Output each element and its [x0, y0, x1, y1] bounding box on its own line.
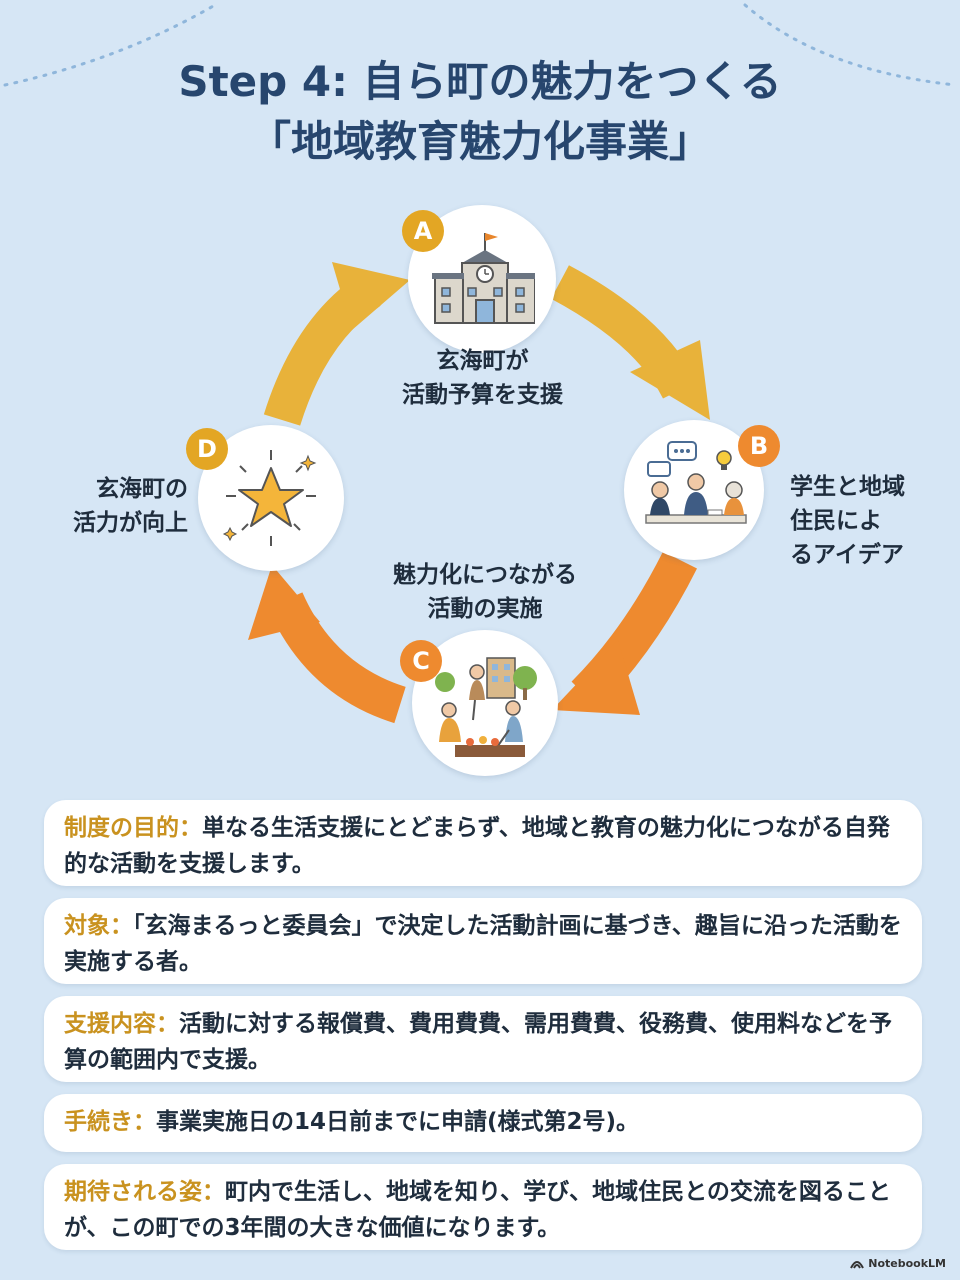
title-line-1: Step 4: 自ら町の魅力をつくる — [178, 57, 782, 106]
node-a-label-line-1: 玄海町が — [436, 348, 529, 374]
node-c-label-line-1: 魅力化につながる — [393, 562, 577, 588]
school-building-icon — [430, 228, 538, 332]
card-purpose-label: 制度の目的： — [64, 815, 202, 841]
title-line-2: 「地域教育魅力化事業」 — [248, 117, 711, 166]
node-d-badge: D — [186, 428, 228, 470]
card-procedure: 手続き：事業実施日の14日前までに申請(様式第2号)。 — [44, 1094, 922, 1152]
node-d-label: 玄海町の 活力が向上 — [58, 472, 188, 540]
card-purpose-text: 単なる生活支援にとどまらず、地域と教育の魅力化につながる自発的な活動を支援します… — [64, 815, 890, 877]
node-d-label-line-2: 活力が向上 — [73, 510, 188, 536]
node-a-label-line-2: 活動予算を支援 — [402, 382, 563, 408]
meeting-people-icon — [638, 440, 753, 549]
node-d-label-line-1: 玄海町の — [96, 476, 188, 502]
decorative-dots — [3, 3, 957, 87]
card-expected-label: 期待される姿： — [64, 1179, 225, 1205]
node-b-label: 学生と地域 住民によ るアイデア — [790, 470, 905, 572]
card-support-label: 支援内容： — [64, 1011, 179, 1037]
node-b-label-line-1: 学生と地域 — [790, 474, 905, 500]
card-support: 支援内容：活動に対する報償費、費用費費、需用費費、役務費、使用料などを予算の範囲… — [44, 996, 922, 1082]
node-b-badge: B — [738, 425, 780, 467]
card-purpose: 制度の目的：単なる生活支援にとどまらず、地域と教育の魅力化につながる自発的な活動… — [44, 800, 922, 886]
arrow-d-to-a-head — [332, 262, 410, 330]
notebooklm-logo-text: NotebookLM — [868, 1257, 946, 1270]
gardening-activity-icon — [425, 650, 545, 769]
node-b-label-line-2: 住民によ — [790, 508, 882, 534]
sparkle-star-icon — [218, 448, 324, 552]
node-a-badge: A — [402, 210, 444, 252]
card-target-label: 対象： — [64, 913, 133, 939]
node-a-label: 玄海町が 活動予算を支援 — [390, 344, 575, 412]
arrow-a-to-b-head — [630, 340, 710, 420]
card-procedure-text: 事業実施日の14日前までに申請(様式第2号)。 — [156, 1109, 640, 1135]
node-c-label-line-2: 活動の実施 — [427, 596, 543, 622]
card-target: 対象：「玄海まるっと委員会」で決定した活動計画に基づき、趣旨に沿った活動を実施す… — [44, 898, 922, 984]
card-expected-text: 町内で生活し、地域を知り、学び、地域住民との交流を図ることが、この町での3年間の… — [64, 1179, 891, 1241]
card-expected: 期待される姿：町内で生活し、地域を知り、学び、地域住民との交流を図ることが、この… — [44, 1164, 922, 1250]
card-target-text: 「玄海まるっと委員会」で決定した活動計画に基づき、趣旨に沿った活動を実施する者。 — [64, 913, 902, 975]
node-c-label: 魅力化につながる 活動の実施 — [360, 558, 610, 626]
node-b-label-line-3: るアイデア — [790, 542, 904, 568]
notebooklm-logo-icon — [850, 1260, 865, 1268]
arrow-b-to-c-head — [552, 640, 640, 715]
arrow-c-to-d-head — [248, 565, 320, 640]
node-c-badge: C — [400, 640, 442, 682]
page-title: Step 4: 自ら町の魅力をつくる 「地域教育魅力化事業」 — [0, 52, 960, 172]
notebooklm-logo: NotebookLM — [850, 1257, 946, 1270]
card-procedure-label: 手続き： — [64, 1109, 156, 1135]
cycle-arrows — [248, 262, 710, 724]
card-support-text: 活動に対する報償費、費用費費、需用費費、役務費、使用料などを予算の範囲内で支援。 — [64, 1011, 892, 1073]
